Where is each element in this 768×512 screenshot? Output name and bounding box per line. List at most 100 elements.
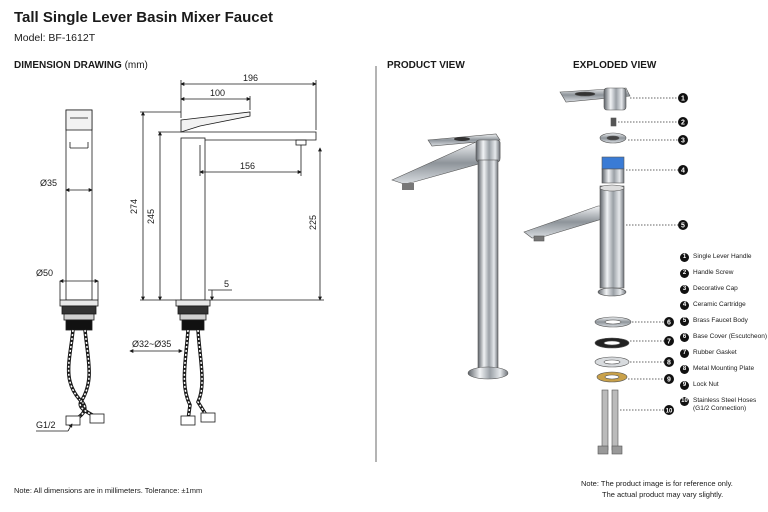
front-spout-outline [181,131,317,141]
legend-number: 3 [680,285,689,294]
exploded-cartridge-body [601,168,625,184]
dim-label-base-diameter: Ø50 [36,268,53,278]
front-hose-nut-1 [180,415,196,426]
front-hose-1-braid [183,329,191,421]
dim-label-body-height: 245 [146,209,156,224]
side-plate [63,313,95,321]
front-base [175,299,211,307]
front-locknut [181,319,205,331]
side-view-drawing [36,109,105,432]
legend-label: Lock Nut [693,381,719,388]
legend-label: Stainless Steel Hoses (G1/2 Connection) [693,397,757,412]
callout-number-2: 2 [681,120,685,127]
callout-badge-2 [678,117,688,127]
legend-item: 3 Decorative Cap [680,285,768,301]
legend-item: 4 Ceramic Cartridge [680,301,768,317]
legend-label: Single Lever Handle [693,253,752,260]
legend-label: Handle Screw [693,269,734,276]
legend-label: Metal Mounting Plate [693,365,755,372]
tolerance-note: Note: All dimensions are in millimeters.… [14,486,203,495]
exploded-body-top [599,184,625,192]
exploded-hose-1 [601,389,609,451]
callout-number-10: 10 [666,409,673,415]
exploded-body [599,185,625,289]
front-hose-nut-2 [200,412,216,423]
exploded-decorative-cap-hole [606,135,620,141]
legend-item: 10 Stainless Steel Hoses (G1/2 Connection… [680,397,768,421]
dim-leader-thread-tip [67,423,73,432]
exploded-gasket-hole [603,340,621,346]
dim-label-hole: Ø32~Ø35 [132,339,171,349]
reference-note: Note: The product image is for reference… [581,479,733,500]
exploded-mounting-plate-hole [603,359,621,365]
legend-item: 1 Single Lever Handle [680,253,768,269]
callout-number-3: 3 [681,138,685,145]
callout-badge-5 [678,220,688,230]
side-outlet [69,142,89,149]
legend-number: 9 [680,381,689,390]
dimension-drawing-heading: DIMENSION DRAWING (mm) [14,60,148,71]
reference-note-line1: Note: The product image is for reference… [581,479,733,488]
callout-badge-3 [678,135,688,145]
exploded-handle-cap [603,87,627,111]
product-view-heading: PRODUCT VIEW [387,60,465,71]
legend-number: 8 [680,365,689,374]
legend-number: 10 [680,397,689,406]
dim-label-spout-height: 225 [308,215,318,230]
exploded-cartridge-top [601,156,625,170]
product-view-image [391,133,509,380]
legend-label: Decorative Cap [693,285,738,292]
dim-label-spout-reach: 156 [240,161,255,171]
callout-number-5: 5 [681,223,685,230]
dimension-drawing-label: DIMENSION DRAWING [14,60,122,71]
callout-badge-6 [664,317,674,327]
exploded-hose-2 [611,389,619,451]
callout-number-7: 7 [667,339,671,346]
exploded-escutcheon-hole [604,319,622,325]
product-handle-slot [454,137,470,141]
exploded-hose-nut-1 [597,445,609,455]
callout-number-8: 8 [667,360,671,367]
side-handle-outline [65,109,93,131]
legend-number: 2 [680,269,689,278]
front-view-drawing [129,80,324,426]
legend-number: 5 [680,317,689,326]
dim-label-handle-reach: 100 [210,88,225,98]
front-plate [179,313,207,321]
legend-label: Brass Faucet Body [693,317,748,324]
callout-badge-10 [664,405,674,415]
front-body-outline [180,137,206,301]
callout-badge-7 [664,336,674,346]
legend-number: 1 [680,253,689,262]
legend-label: Base Cover (Escutcheon) [693,333,768,340]
front-handle-outline [180,111,251,133]
legend-item: 2 Handle Screw [680,269,768,285]
dim-label-total-height: 274 [129,199,139,214]
parts-legend: 1 Single Lever Handle 2 Handle Screw 3 Deco… [680,253,768,421]
exploded-view-image [523,87,632,455]
callout-badge-8 [664,357,674,367]
product-base [467,366,509,380]
product-outlet [402,183,414,190]
callout-number-9: 9 [667,377,671,384]
page-title: Tall Single Lever Basin Mixer Faucet [14,9,273,26]
legend-number: 7 [680,349,689,358]
legend-item: 6 Base Cover (Escutcheon) [680,333,768,349]
legend-label: Ceramic Cartridge [693,301,746,308]
side-locknut [65,319,93,331]
front-gasket [177,305,209,315]
legend-item: 5 Brass Faucet Body [680,317,768,333]
legend-label: Rubber Gasket [693,349,737,356]
exploded-callouts [618,97,678,411]
model-number: Model: BF-1612T [14,32,96,44]
product-body [477,159,499,371]
reference-note-line2: The actual product may vary slightly. [602,489,724,499]
side-hose-nut-2 [89,413,105,424]
exploded-outlet [533,235,545,242]
exploded-hose-nut-2 [611,445,623,455]
side-base [59,299,99,307]
callout-number-6: 6 [667,320,671,327]
legend-number: 4 [680,301,689,310]
callout-badge-4 [678,165,688,175]
legend-number: 6 [680,333,689,342]
